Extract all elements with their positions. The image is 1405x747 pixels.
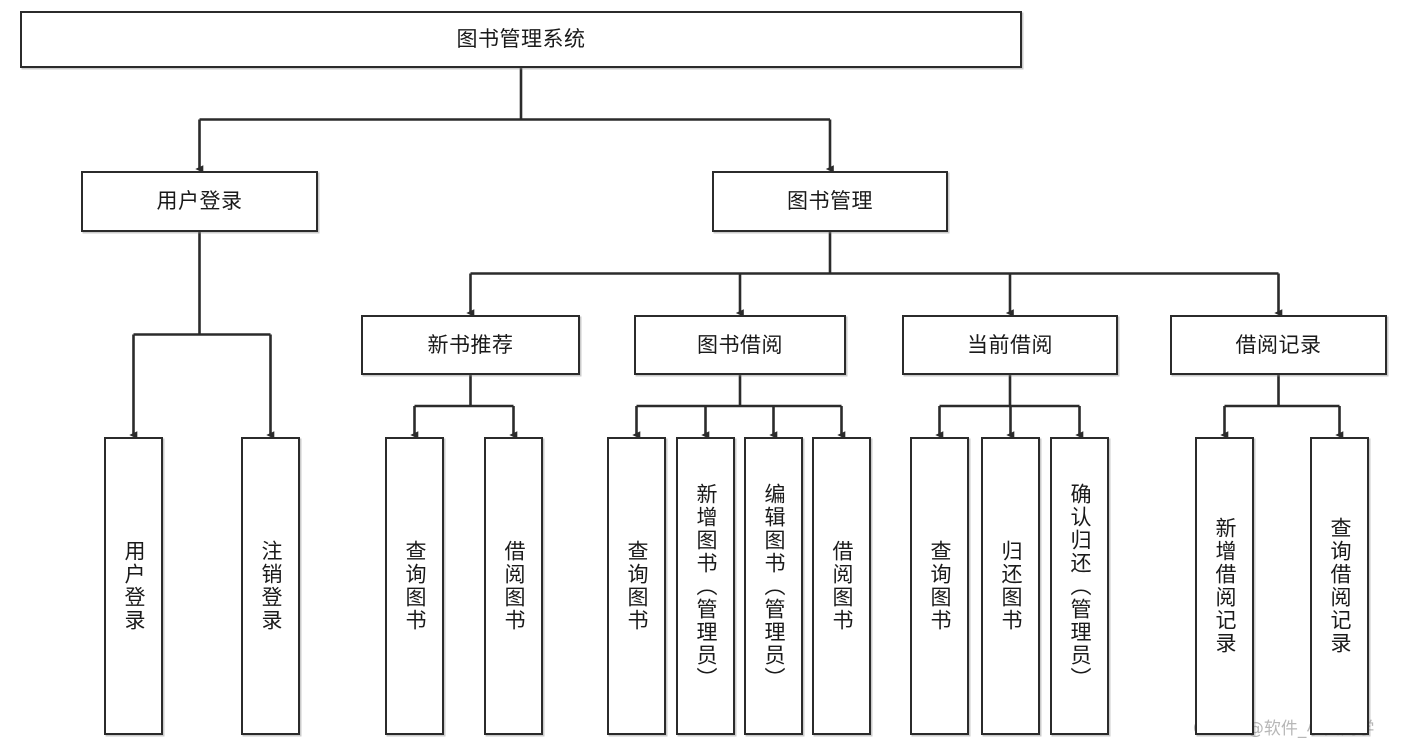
node-label: 图书管理系统: [456, 27, 586, 52]
node-label: 新增借阅记录: [1213, 517, 1237, 655]
node-label: 新书推荐: [427, 332, 514, 357]
node-login[interactable]: 用户登录: [81, 171, 318, 232]
node-label: 用户登录: [156, 189, 243, 214]
node-label: 查询图书: [928, 540, 952, 632]
node-leaf-11[interactable]: 确认归还（管理员）: [1050, 437, 1109, 735]
node-leaf-13[interactable]: 查询借阅记录: [1310, 437, 1369, 735]
node-label: 借阅图书: [830, 540, 854, 632]
node-current[interactable]: 当前借阅: [902, 315, 1118, 375]
node-leaf-7[interactable]: 编辑图书（管理员）: [744, 437, 803, 735]
node-leaf-12[interactable]: 新增借阅记录: [1195, 437, 1254, 735]
node-label: 借阅图书: [502, 540, 526, 632]
node-label: 借阅记录: [1235, 332, 1322, 357]
node-leaf-3[interactable]: 查询图书: [385, 437, 444, 735]
node-leaf-6[interactable]: 新增图书（管理员）: [676, 437, 735, 735]
node-leaf-10[interactable]: 归还图书: [981, 437, 1040, 735]
node-borrow[interactable]: 图书借阅: [634, 315, 846, 375]
node-leaf-2[interactable]: 注销登录: [241, 437, 300, 735]
node-leaf-1[interactable]: 用户登录: [104, 437, 163, 735]
node-root[interactable]: 图书管理系统: [20, 11, 1022, 68]
node-leaf-8[interactable]: 借阅图书: [812, 437, 871, 735]
node-newbook[interactable]: 新书推荐: [361, 315, 580, 375]
node-leaf-9[interactable]: 查询图书: [910, 437, 969, 735]
node-label: 注销登录: [259, 540, 283, 632]
node-label: 当前借阅: [967, 332, 1053, 357]
node-label: 图书管理: [787, 189, 873, 214]
node-label: 用户登录: [122, 540, 146, 632]
node-label: 新增图书（管理员）: [694, 482, 718, 690]
node-leaf-4[interactable]: 借阅图书: [484, 437, 543, 735]
node-label: 编辑图书（管理员）: [762, 482, 786, 690]
node-label: 查询借阅记录: [1328, 517, 1352, 655]
node-label: 查询图书: [403, 540, 427, 632]
node-records[interactable]: 借阅记录: [1170, 315, 1387, 375]
node-label: 查询图书: [625, 540, 649, 632]
node-label: 确认归还（管理员）: [1068, 482, 1092, 690]
node-bookmgmt[interactable]: 图书管理: [712, 171, 948, 232]
node-label: 归还图书: [999, 540, 1023, 632]
node-leaf-5[interactable]: 查询图书: [607, 437, 666, 735]
node-label: 图书借阅: [697, 332, 783, 357]
